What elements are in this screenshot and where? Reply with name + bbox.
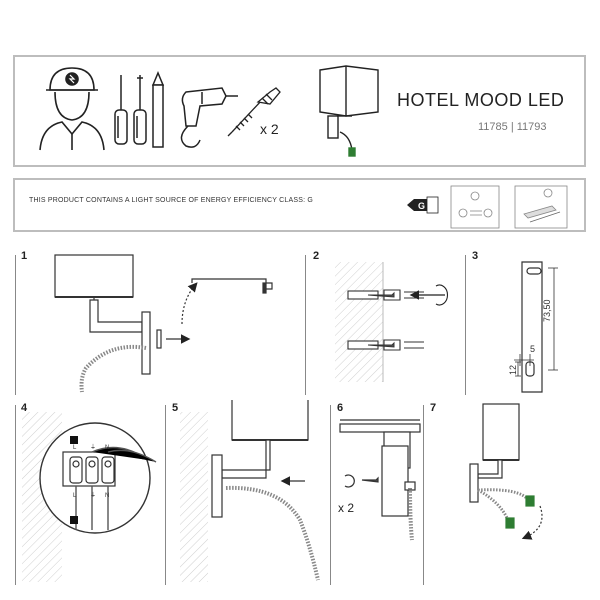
terminal-label-n-top: N [105, 445, 109, 451]
terminal-label-earth-top: ⏚ [90, 444, 96, 451]
step-3-drawing [514, 261, 558, 393]
step-number-5: 5 [172, 402, 179, 414]
dimension-height: 73,50 [542, 299, 552, 322]
lamp-icon [319, 65, 379, 157]
step-number-3: 3 [472, 250, 479, 262]
dimension-offset: 12 [508, 365, 518, 375]
step-number-7: 7 [430, 402, 437, 414]
dimension-width: 5 [530, 344, 535, 354]
step-number-1: 1 [21, 250, 28, 262]
terminal-label-l-top: L [73, 445, 77, 451]
header-multiplier: x 2 [260, 121, 279, 137]
energy-class-letter: G [418, 201, 425, 211]
divider-step-3 [465, 255, 466, 395]
step-6-multiplier: x 2 [338, 501, 354, 515]
energy-class-icon: G [407, 196, 439, 214]
screw-icon [227, 87, 281, 137]
step-number-6: 6 [337, 402, 344, 414]
product-codes: 11785 | 11793 [478, 121, 547, 133]
header-panel [13, 55, 586, 167]
terminal-label-earth-bottom: ⏚ [90, 492, 96, 499]
divider-step-4 [15, 405, 16, 585]
electrician-icon [39, 67, 105, 151]
divider-step-7 [423, 405, 424, 585]
divider-step-2 [305, 255, 306, 395]
step-4-drawing [22, 412, 157, 582]
drill-icon [180, 87, 238, 148]
divider-step-1 [15, 255, 16, 395]
replaceable-source-icon [514, 185, 568, 229]
energy-statement: THIS PRODUCT CONTAINS A LIGHT SOURCE OF … [29, 197, 314, 204]
terminal-label-n-bottom: N [105, 493, 109, 499]
product-title: HOTEL MOOD LED [397, 90, 565, 110]
step-5-drawing [180, 400, 320, 582]
divider-step-5 [165, 405, 166, 585]
step-7-drawing [469, 403, 543, 540]
step-2-drawing [335, 262, 449, 382]
dimmer-info-icon [450, 185, 500, 229]
step-6-drawing [339, 419, 421, 541]
terminal-label-l-bottom: L [73, 493, 77, 499]
step-number-2: 2 [313, 250, 320, 262]
divider-step-6 [330, 405, 331, 585]
pencil-icon [151, 71, 165, 148]
screwdriver-icon [114, 75, 147, 145]
step-number-4: 4 [21, 402, 28, 414]
step-1-drawing [54, 254, 273, 393]
